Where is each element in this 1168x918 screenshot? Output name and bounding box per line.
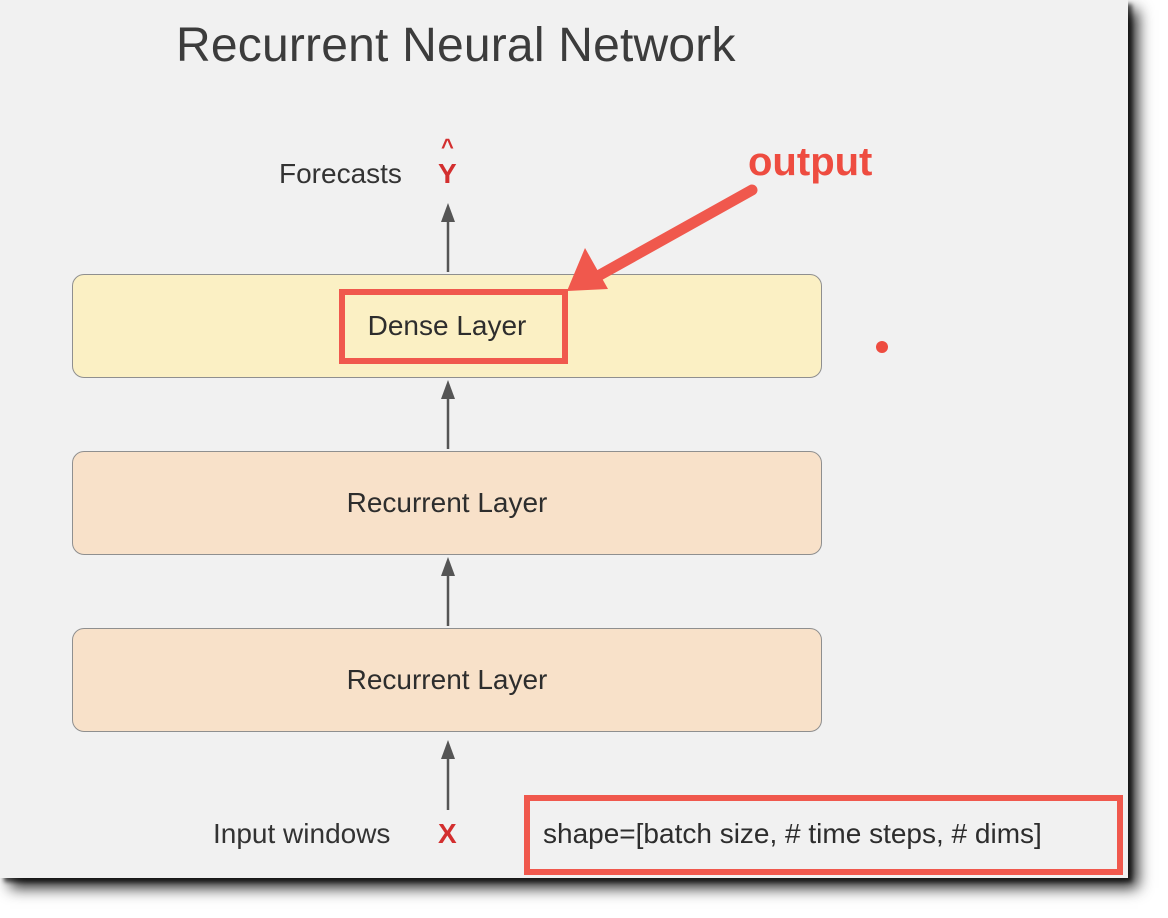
output-annotation-arrow — [567, 184, 758, 291]
arrow-recurrent-to-recurrent — [441, 557, 455, 626]
recurrent-layer-upper: Recurrent Layer — [72, 451, 822, 555]
arrow-recurrent-to-dense — [441, 380, 455, 449]
input-variable-x: X — [438, 818, 457, 849]
arrow-dense-to-forecast — [441, 203, 455, 272]
y-hat-accent: ^ — [441, 134, 454, 159]
output-annotation: output — [748, 140, 873, 184]
shape-annotation: shape=[batch size, # time steps, # dims] — [543, 818, 1042, 849]
forecasts-label: Forecasts — [279, 158, 402, 189]
recurrent-layer-lower-label: Recurrent Layer — [346, 664, 548, 695]
recurrent-layer-upper-label: Recurrent Layer — [346, 487, 548, 518]
recurrent-layer-lower: Recurrent Layer — [72, 628, 822, 732]
red-dot-marker — [876, 341, 888, 353]
slide: Recurrent Neural Network Forecasts ^ Y D… — [0, 0, 1128, 878]
shape-highlight-box — [524, 795, 1123, 875]
dense-layer-highlight-box — [339, 289, 568, 364]
dense-layer-label: Dense Layer — [367, 310, 527, 341]
slide-title: Recurrent Neural Network — [176, 19, 736, 72]
arrow-input-to-recurrent — [441, 740, 455, 810]
input-windows-label: Input windows — [213, 818, 391, 849]
diagram-arrows — [441, 184, 888, 810]
forecast-variable-y: Y — [438, 158, 457, 189]
